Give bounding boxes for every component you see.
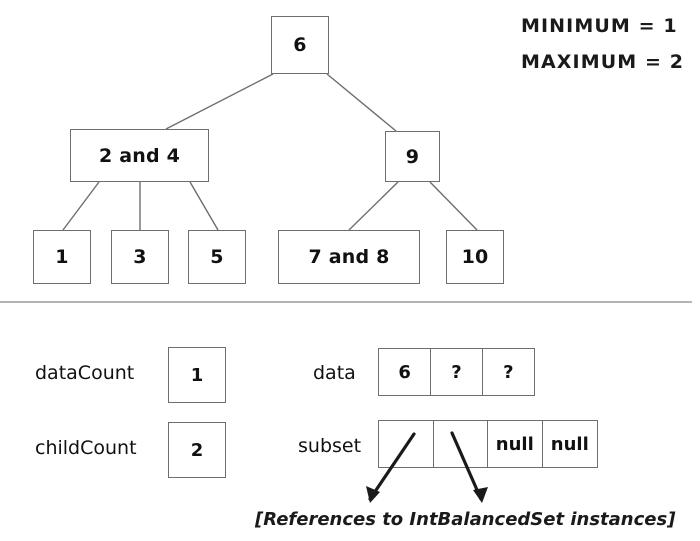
reference-caption: [References to IntBalancedSet instances] [255,509,676,530]
data-cell: ? [482,349,534,395]
childcount-value: 2 [168,422,226,478]
legend-minimum: MINIMUM = 1 [521,15,678,37]
tree-leaf-1: 1 [33,230,91,284]
datacount-value: 1 [168,347,226,403]
subset-cell [379,421,434,467]
childcount-label: childCount [35,437,137,459]
subset-cell: null [542,421,597,467]
tree-leaf-3: 3 [111,230,169,284]
datacount-label: dataCount [35,362,135,384]
tree-node-2-and-4: 2 and 4 [70,129,209,182]
tree-node-root: 6 [271,16,329,74]
data-array-label: data [313,362,356,384]
subset-cell: null [488,421,543,467]
tree-node-9: 9 [385,131,440,182]
data-cell: 6 [379,349,432,395]
subset-array-label: subset [298,435,362,457]
data-array: 6 ? ? [378,348,535,396]
subset-array: null null [378,420,598,468]
legend-maximum: MAXIMUM = 2 [521,51,685,73]
tree-leaf-7-and-8: 7 and 8 [278,230,420,284]
subset-cell [433,421,488,467]
data-cell: ? [431,349,483,395]
section-divider [0,301,692,303]
tree-leaf-10: 10 [446,230,504,284]
tree-leaf-5: 5 [188,230,246,284]
